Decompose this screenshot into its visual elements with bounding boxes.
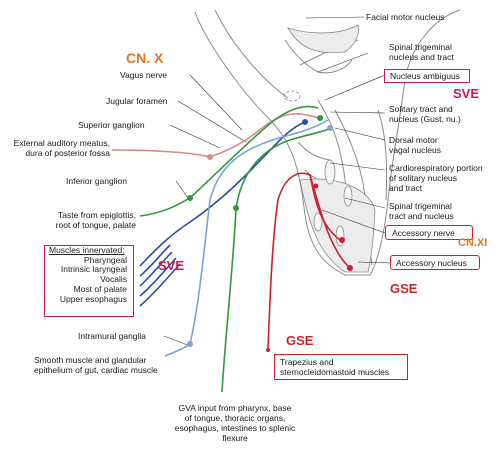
label-intramural-ganglia: Intramural ganglia [78,331,147,341]
label-accessory-nucleus: Accessory nucleus [396,258,467,268]
label-facial-motor-nucleus: Facial motor nucleus [366,12,445,22]
muscle-item-pharyngeal: Pharyngeal [83,254,127,265]
gva-descending-fiber [221,127,333,393]
muscles-innervated-box: Muscles innervated: Pharyngeal Intrinsic… [44,245,134,317]
label-trapezius: Trapezius and sternocleidomastoid muscle… [280,357,390,377]
label-dorsal-motor-vagal: Dorsal motor vagal nucleus [389,135,441,155]
leader-lines [163,16,393,347]
nucleus-dashed [283,90,301,102]
gsa-fiber [111,112,319,158]
label-jugular-foramen: Jugular foramen [106,96,168,106]
nucleus-oval-2 [324,159,336,185]
label-taste: Taste from epiglottis, root of tongue, p… [55,210,136,230]
pons-region [287,24,359,54]
accessory-nerve-box: Accessory nerve [385,225,473,240]
tag-sve-left: SVE [158,258,185,273]
nucleus-oval-1 [313,212,323,232]
tag-sve-top: SVE [453,86,480,101]
nerve-fibers [111,105,351,393]
label-inferior-ganglion: Inferior ganglion [66,176,127,186]
tag-cn-x: CN. X [126,50,164,66]
gva-taste-fiber [139,105,319,217]
muscle-item-vocalis: Vocalis [100,274,127,285]
nucleus-ambiguus-box: Nucleus ambiguus [384,69,470,83]
label-nucleus-ambiguus: Nucleus ambiguus [390,71,460,81]
accessory-nucleus-box: Accessory nucleus [390,255,480,270]
tag-gse-bottom: GSE [286,333,314,348]
label-external-auditory: External auditory meatus, dura of poster… [13,138,110,158]
fiber-dots [187,115,353,352]
tag-cn-xi: CN.XI [458,237,488,249]
label-vagus-nerve: Vagus nerve [120,70,168,80]
trapezius-box: Trapezius and sternocleidomastoid muscle… [274,354,408,380]
label-spinal-trigeminal-nucleus-tract: Spinal trigeminal nucleus and tract [389,42,454,62]
label-solitary-tract: Solitary tract and nucleus (Gust. nu.) [389,104,461,124]
label-superior-ganglion: Superior ganglion [78,120,145,130]
label-spinal-trigeminal-tract-nucleus: Spinal trigeminal tract and nucleus [389,201,454,221]
muscles-header: Muscles innervated: [49,245,125,255]
muscle-item-upper-esophagus: Upper esophagus [59,293,127,304]
muscle-item-intrinsic-laryngeal: Intrinsic laryngeal [60,264,127,275]
sve-fiber [139,121,306,267]
nucleus-oval-3 [335,225,345,247]
label-cardiorespiratory: Cardiorespiratory portion of solitary nu… [389,163,483,193]
muscle-item-most-of-palate: Most of palate [73,283,127,294]
gse-fiber [267,172,341,349]
nucleus-oval-4 [343,185,353,207]
gve-fiber [164,119,329,357]
tag-gse-right: GSE [390,281,418,296]
label-gva-input: GVA input from pharynx, base of tongue, … [174,403,296,443]
medulla-region [299,178,376,273]
label-accessory-nerve: Accessory nerve [392,228,455,238]
label-smooth-muscle: Smooth muscle and glandular epithelium o… [34,355,158,375]
